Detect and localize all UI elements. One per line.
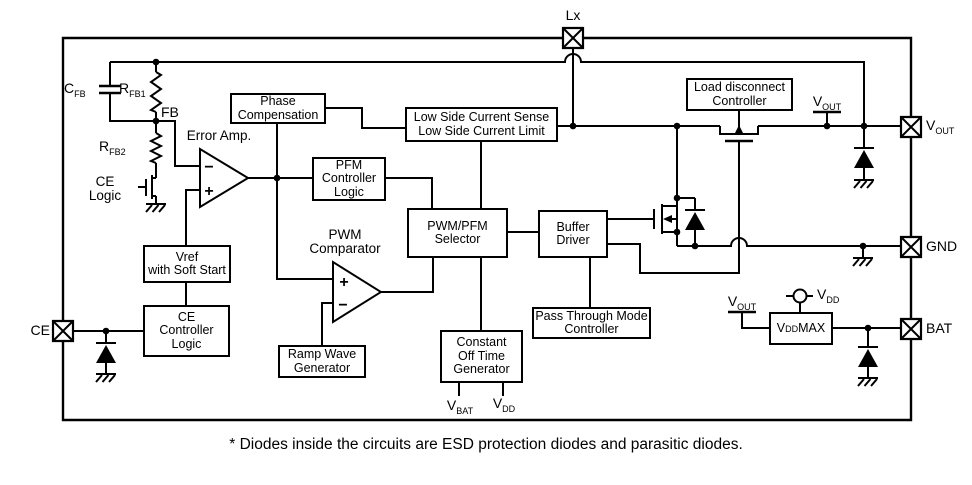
block-low-side-current: Low Side Current Sense Low Side Current …: [405, 107, 558, 142]
block-vref-soft-start: Vref with Soft Start: [143, 245, 231, 283]
vout-tap-top-label: VOUT: [812, 93, 842, 112]
lx-pin-label: Lx: [565, 7, 581, 23]
nmos-switch-symbol: [608, 204, 677, 234]
ce-pin-label: CE: [30, 322, 50, 338]
ce-pin-symbol: [51, 319, 75, 343]
block-pwm-pfm-selector: PWM/PFM Selector: [407, 208, 508, 258]
rfb1-label: RFB1: [119, 80, 146, 99]
vdd-supply-symbol: [794, 290, 807, 303]
pwm-comparator-minus: −: [338, 297, 347, 314]
ground-symbol: [145, 203, 167, 213]
ground-symbol: [95, 373, 117, 383]
ce-logic-mosfet-symbol: [138, 175, 156, 204]
bat-pin-symbol: [899, 317, 923, 341]
vdd-ref-label: VDD: [492, 395, 516, 414]
block-buffer-driver: Buffer Driver: [538, 210, 608, 258]
cfb-label: CFB: [64, 80, 86, 99]
ce-esd-diode: [95, 342, 117, 364]
gnd-pin-label: GND: [926, 238, 958, 254]
footnote: * Diodes inside the circuits are ESD pro…: [229, 436, 743, 453]
vout-tap-bat-label: VOUT: [727, 293, 757, 312]
block-pfm-controller: PFM Controller Logic: [312, 157, 386, 201]
vbat-ref-label: VBAT: [446, 397, 474, 416]
pmos-load-switch-symbol: [608, 111, 753, 273]
error-amp-plus: +: [204, 183, 213, 200]
lx-pin-symbol: [561, 26, 585, 50]
ground-symbol: [853, 179, 875, 189]
bat-pin-label: BAT: [926, 320, 953, 336]
block-load-disconnect: Load disconnect Controller: [686, 78, 793, 111]
rfb2-label: RFB2: [99, 138, 126, 157]
vout-pin-label: VOUT: [926, 117, 955, 136]
block-constant-off-time: Constant Off Time Generator: [440, 330, 523, 383]
error-amp-label: Error Amp.: [186, 128, 252, 143]
ce-logic-label: CE Logic: [88, 174, 122, 203]
block-pass-through-mode: Pass Through Mode Controller: [532, 307, 651, 339]
junction-dots: [102, 58, 872, 335]
body-diode-symbol: [684, 209, 706, 231]
vout-pin-symbol: [899, 115, 923, 139]
block-ramp-wave: Ramp Wave Generator: [278, 345, 366, 378]
pwm-comparator-label: PWM Comparator: [309, 227, 381, 256]
error-amp-symbol: − +: [200, 149, 248, 207]
error-amp-minus: −: [204, 159, 213, 176]
gnd-pin-symbol: [899, 235, 923, 259]
ground-symbol: [852, 257, 874, 267]
block-ce-controller: CE Controller Logic: [143, 305, 230, 357]
bat-esd-diode: [857, 346, 879, 368]
pwm-comparator-symbol: + −: [333, 262, 381, 322]
fb-node-label: FB: [161, 104, 179, 120]
block-phase-compensation: Phase Compensation: [230, 93, 326, 124]
ic-boundary: [63, 38, 911, 420]
vdd-supply-label: VDD: [817, 286, 840, 305]
ground-symbol: [857, 377, 879, 387]
pwm-comparator-plus: +: [339, 274, 348, 291]
